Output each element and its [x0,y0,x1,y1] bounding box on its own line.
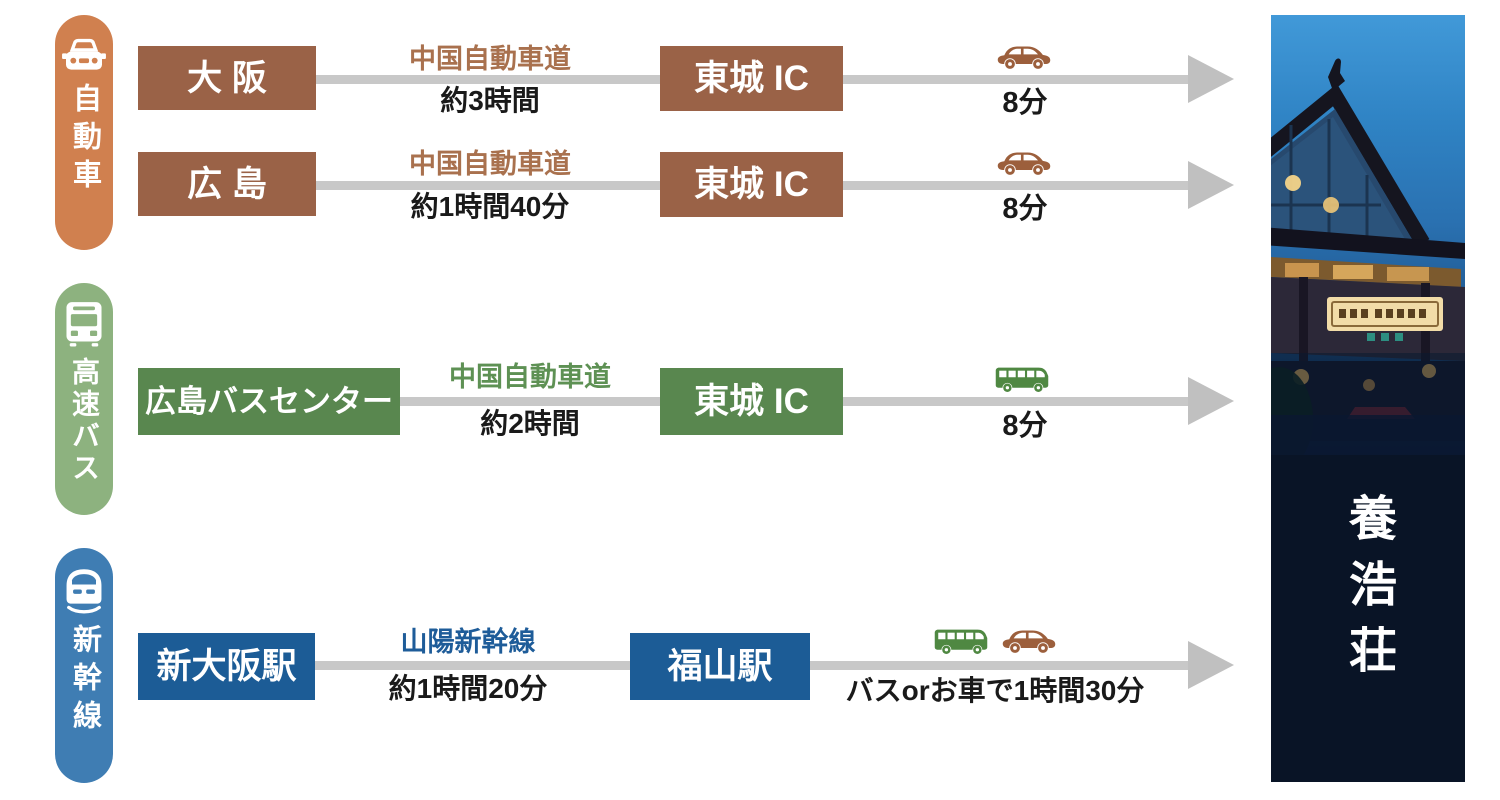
route-arrow-icon [1188,161,1234,209]
transport-pill-car: 自動車 [55,15,113,250]
leg-time-label: 8分 [1002,193,1048,225]
bus-front-icon [66,302,102,347]
car-side-icon [997,152,1051,175]
route-arrow-icon [1188,641,1234,689]
node-box-tojo-ic: 東城 IC [660,46,843,111]
route-time-label: 約1時間20分 [388,673,548,704]
route-road-label: 山陽新幹線 [400,627,536,657]
origin-box-hiroshima: 広 島 [138,152,316,216]
hotel-name: 養浩荘 [1340,493,1396,691]
node-box-tojo-ic: 東城 IC [660,368,843,435]
pill-label-shinkansen: 新幹線 [68,624,101,738]
leg-time-label: 8分 [1002,87,1048,119]
car-side-icon [997,46,1051,69]
origin-box-shin-osaka-station: 新大阪駅 [138,633,315,700]
pill-label-bus: 高速バス [69,357,100,485]
route-arrow-icon [1188,377,1234,425]
route-road-label: 中国自動車道 [409,149,571,179]
route-time-label: 約1時間40分 [410,191,570,222]
hotel-photo: 養浩荘 [1271,15,1465,782]
route-road-label: 中国自動車道 [409,44,571,74]
node-box-tojo-ic: 東城 IC [660,152,843,217]
leg-time-label: 8分 [1002,410,1048,442]
bus-side-icon [934,629,988,654]
transport-pill-bus: 高速バス [55,283,113,515]
hotel-building-illustration [1271,58,1465,782]
node-box-fukuyama-station: 福山駅 [630,633,810,700]
route-time-label: 約3時間 [440,85,540,116]
train-front-icon [66,569,102,614]
pill-label-car: 自動車 [68,83,101,197]
transport-pill-shinkansen: 新幹線 [55,548,113,783]
route-road-label: 中国自動車道 [449,362,611,392]
leg-time-label: バスorお車で1時間30分 [845,675,1145,706]
route-arrow-icon [1188,55,1234,103]
origin-box-hiroshima-bus-center: 広島バスセンター [138,368,400,435]
car-side-icon [1002,630,1056,653]
origin-box-osaka: 大 阪 [138,46,316,110]
route-time-label: 約2時間 [480,408,580,439]
car-front-icon [62,38,106,70]
bus-side-icon [995,367,1049,392]
